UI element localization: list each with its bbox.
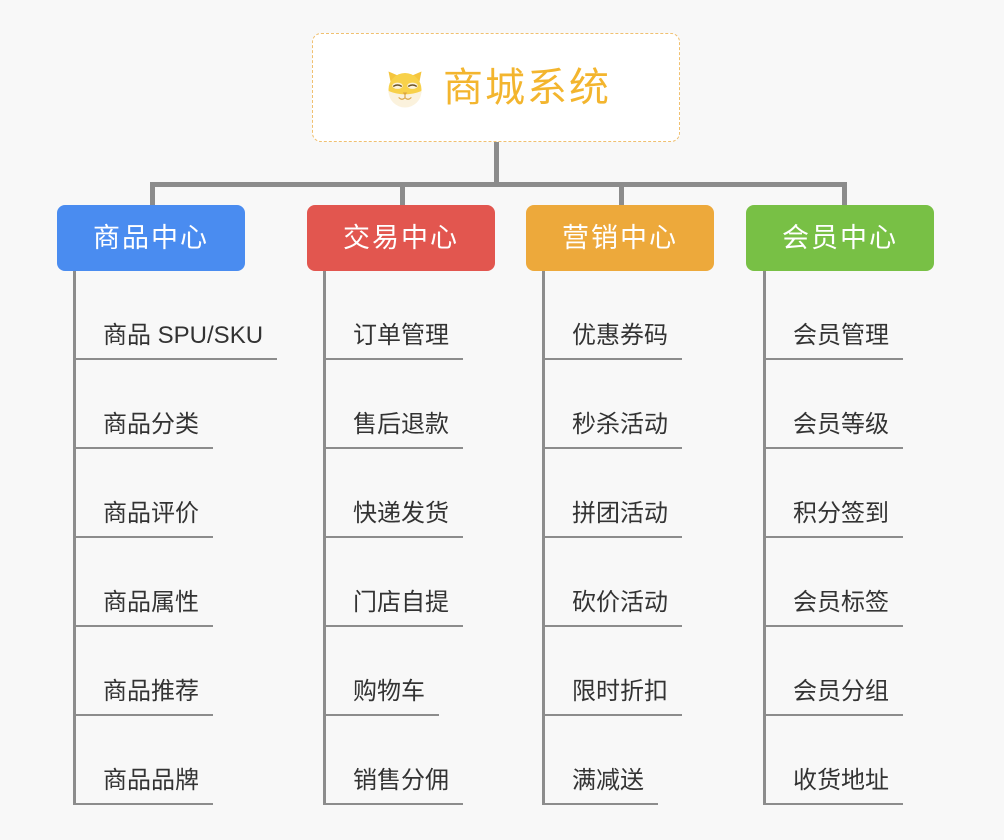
leaf-item[interactable]: 拼团活动	[542, 449, 682, 538]
root-node[interactable]: 商城系统	[312, 33, 680, 142]
leaf-item[interactable]: 砍价活动	[542, 538, 682, 627]
leaf-item-label: 销售分佣	[353, 767, 449, 794]
column-spine	[763, 271, 766, 805]
leaf-item[interactable]: 商品分类	[73, 360, 213, 449]
leaf-item[interactable]: 销售分佣	[323, 716, 463, 805]
leaf-item-label: 门店自提	[353, 589, 449, 616]
leaf-item-label: 商品分类	[103, 411, 199, 438]
leaf-item-underline	[542, 625, 682, 627]
connector-root-stem	[494, 142, 499, 186]
leaf-item-label: 订单管理	[353, 322, 449, 349]
leaf-item[interactable]: 会员标签	[763, 538, 903, 627]
root-label: 商城系统	[443, 65, 611, 110]
leaf-item[interactable]: 商品 SPU/SKU	[73, 271, 277, 360]
leaf-item-label: 拼团活动	[572, 500, 668, 527]
leaf-item-underline	[763, 358, 903, 360]
column-spine	[73, 271, 76, 805]
leaf-item-underline	[73, 358, 277, 360]
leaf-item-label: 满减送	[572, 767, 644, 794]
leaf-item[interactable]: 商品属性	[73, 538, 213, 627]
leaf-item-underline	[323, 536, 463, 538]
leaf-item-underline	[323, 625, 463, 627]
leaf-item-underline	[73, 447, 213, 449]
column-spine	[542, 271, 545, 805]
category-label: 会员中心	[782, 222, 898, 253]
leaf-item-underline	[73, 536, 213, 538]
leaf-item-underline	[73, 714, 213, 716]
connector-drop-2	[400, 182, 405, 210]
leaf-item-label: 会员管理	[793, 322, 889, 349]
leaf-item-underline	[73, 625, 213, 627]
leaf-item-label: 会员标签	[793, 589, 889, 616]
connector-drop-4	[842, 182, 847, 210]
connector-horizontal-bus	[150, 182, 847, 187]
column-spine	[323, 271, 326, 805]
connector-drop-3	[619, 182, 624, 210]
category-label: 营销中心	[562, 222, 678, 253]
leaf-item-underline	[542, 358, 682, 360]
leaf-item-label: 商品推荐	[103, 678, 199, 705]
leaf-item-underline	[323, 803, 463, 805]
connector-drop-1	[150, 182, 155, 210]
leaf-item[interactable]: 快递发货	[323, 449, 463, 538]
leaf-item[interactable]: 商品推荐	[73, 627, 213, 716]
leaf-item[interactable]: 会员等级	[763, 360, 903, 449]
leaf-item-underline	[542, 536, 682, 538]
leaf-item-label: 优惠券码	[572, 322, 668, 349]
leaf-item[interactable]: 限时折扣	[542, 627, 682, 716]
shiba-dog-face-icon	[388, 71, 422, 107]
leaf-item-underline	[542, 714, 682, 716]
leaf-item-label: 商品 SPU/SKU	[103, 322, 264, 349]
leaf-item-label: 商品属性	[103, 589, 199, 616]
leaf-item-label: 会员分组	[793, 678, 889, 705]
leaf-item[interactable]: 收货地址	[763, 716, 903, 805]
leaf-item[interactable]: 优惠券码	[542, 271, 682, 360]
leaf-item-underline	[763, 536, 903, 538]
leaf-item-label: 快递发货	[353, 500, 449, 527]
leaf-item-underline	[763, 714, 903, 716]
category-box-3[interactable]: 会员中心	[746, 205, 934, 271]
leaf-item-label: 秒杀活动	[572, 411, 668, 438]
category-label: 交易中心	[343, 222, 459, 253]
leaf-item-label: 砍价活动	[572, 589, 668, 616]
leaf-item-underline	[542, 803, 658, 805]
leaf-item-underline	[763, 447, 903, 449]
leaf-item[interactable]: 商品品牌	[73, 716, 213, 805]
leaf-item-underline	[323, 447, 463, 449]
leaf-item[interactable]: 秒杀活动	[542, 360, 682, 449]
leaf-item-label: 会员等级	[793, 411, 889, 438]
leaf-item-underline	[763, 625, 903, 627]
category-box-2[interactable]: 营销中心	[526, 205, 714, 271]
leaf-item[interactable]: 积分签到	[763, 449, 903, 538]
leaf-item-label: 商品评价	[103, 500, 199, 527]
leaf-item[interactable]: 会员分组	[763, 627, 903, 716]
leaf-item-underline	[73, 803, 213, 805]
leaf-item-label: 收货地址	[793, 767, 889, 794]
leaf-item-underline	[323, 714, 439, 716]
leaf-item-label: 售后退款	[353, 411, 449, 438]
leaf-item-underline	[542, 447, 682, 449]
category-label: 商品中心	[93, 222, 209, 253]
category-box-1[interactable]: 交易中心	[307, 205, 495, 271]
leaf-item[interactable]: 会员管理	[763, 271, 903, 360]
leaf-item-label: 商品品牌	[103, 767, 199, 794]
leaf-item[interactable]: 商品评价	[73, 449, 213, 538]
leaf-item[interactable]: 门店自提	[323, 538, 463, 627]
leaf-item[interactable]: 订单管理	[323, 271, 463, 360]
category-box-0[interactable]: 商品中心	[57, 205, 245, 271]
leaf-item-underline	[323, 358, 463, 360]
leaf-item[interactable]: 售后退款	[323, 360, 463, 449]
leaf-item-label: 限时折扣	[572, 678, 668, 705]
leaf-item-label: 购物车	[353, 678, 425, 705]
leaf-item-underline	[763, 803, 903, 805]
leaf-item[interactable]: 满减送	[542, 716, 658, 805]
leaf-item-label: 积分签到	[793, 500, 889, 527]
leaf-item[interactable]: 购物车	[323, 627, 439, 716]
